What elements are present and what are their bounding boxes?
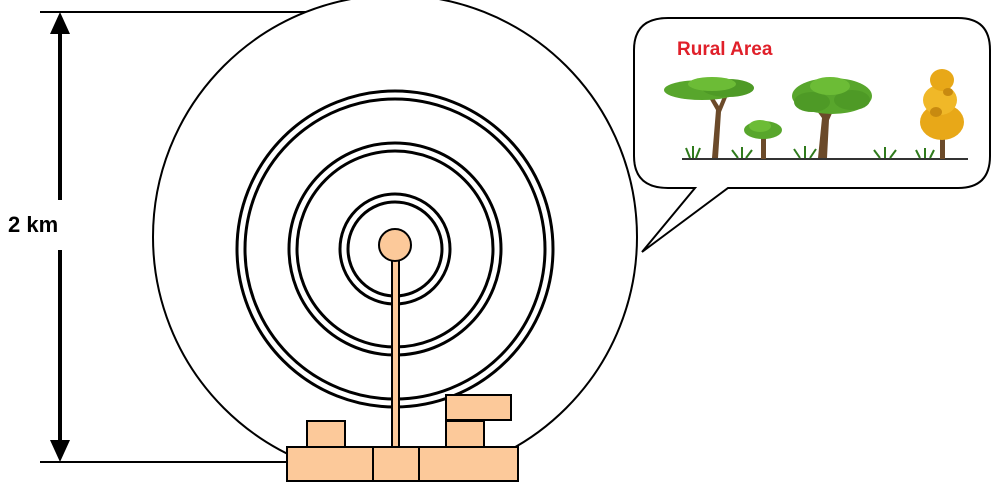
brick <box>286 446 374 482</box>
grass-icon <box>685 146 935 159</box>
brick-base <box>286 394 519 482</box>
arrow-down-icon <box>50 440 70 462</box>
callout-title: Rural Area <box>677 39 773 60</box>
dimension-label: 2 km <box>8 212 58 237</box>
tower-top <box>378 228 412 262</box>
arrow-up-icon <box>50 12 70 34</box>
rural-area-callout: Rural Area <box>633 17 991 253</box>
brick <box>445 420 485 448</box>
callout-bubble <box>633 17 991 253</box>
small-tree-icon <box>744 120 782 159</box>
broad-tree-icon <box>792 77 872 158</box>
brick <box>306 420 346 448</box>
brick <box>418 446 519 482</box>
tower-mast <box>391 254 400 451</box>
golden-tree-icon <box>920 69 964 159</box>
umbrella-tree-icon <box>664 77 754 158</box>
dimension-indicator: 2 km <box>8 11 395 463</box>
brick <box>445 394 512 421</box>
brick <box>372 446 420 482</box>
